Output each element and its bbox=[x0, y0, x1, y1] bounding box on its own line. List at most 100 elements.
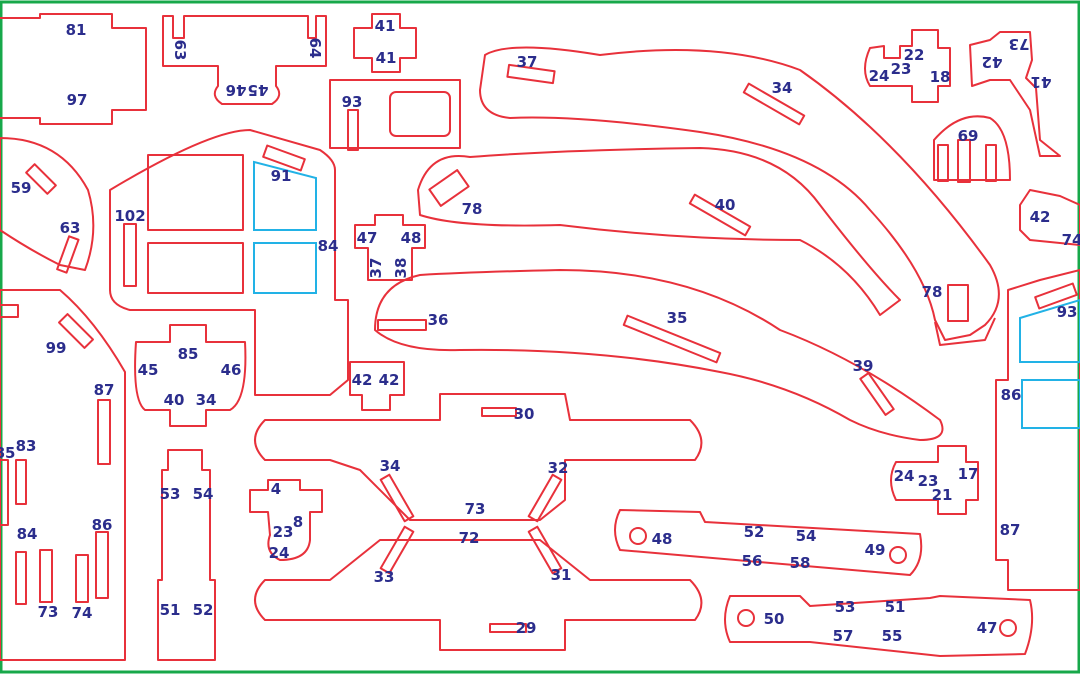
label: 93 bbox=[1057, 303, 1078, 321]
part-22-23-24-18 bbox=[864, 29, 951, 103]
label: 41 bbox=[376, 49, 397, 67]
label: 52 bbox=[193, 601, 214, 619]
label: 17 bbox=[958, 465, 979, 483]
part-36-35-39 bbox=[374, 269, 944, 441]
part-81-97 bbox=[0, 13, 147, 125]
windows bbox=[253, 160, 1080, 429]
label: 83 bbox=[16, 437, 37, 455]
part-41 bbox=[353, 13, 417, 73]
label: 87 bbox=[1000, 521, 1021, 539]
label: 72 bbox=[459, 529, 480, 547]
label: 50 bbox=[764, 610, 785, 628]
part-42-42 bbox=[349, 361, 405, 411]
label: 55 bbox=[882, 627, 903, 645]
label: 47 bbox=[977, 619, 998, 637]
label: 45 bbox=[138, 361, 159, 379]
label: 23 bbox=[918, 472, 939, 490]
label: 86 bbox=[92, 516, 113, 534]
label: 47 bbox=[357, 229, 378, 247]
label: 24 bbox=[869, 67, 890, 85]
label: 39 bbox=[853, 357, 874, 375]
label: 93 bbox=[342, 93, 363, 111]
label: 33 bbox=[374, 568, 395, 586]
label: 31 bbox=[551, 566, 572, 584]
label: 23 bbox=[891, 60, 912, 78]
label: 24 bbox=[894, 467, 915, 485]
label: 99 bbox=[46, 339, 67, 357]
label: 42 bbox=[379, 371, 400, 389]
part-99-87-93-84 bbox=[0, 289, 126, 661]
label: 40 bbox=[164, 391, 185, 409]
label: 35 bbox=[667, 309, 688, 327]
part-24-23-21-17 bbox=[890, 445, 979, 515]
part-53-54-51-52 bbox=[157, 449, 216, 661]
label: 42 bbox=[1030, 208, 1051, 226]
label: 29 bbox=[516, 619, 537, 637]
label: 21 bbox=[932, 486, 953, 504]
label: 84 bbox=[318, 237, 339, 255]
label: 49 bbox=[865, 541, 886, 559]
label: 73 bbox=[465, 500, 486, 518]
label: 73 bbox=[1009, 35, 1030, 53]
label: 54 bbox=[796, 527, 817, 545]
part-48-52-54-56-58-49 bbox=[614, 509, 923, 576]
label: 46 bbox=[221, 361, 242, 379]
label: 48 bbox=[652, 530, 673, 548]
label: 78 bbox=[922, 283, 943, 301]
label: 74 bbox=[72, 604, 93, 622]
label: 41 bbox=[1031, 73, 1052, 91]
part-63-64 bbox=[162, 15, 327, 105]
part-78-right-gear bbox=[934, 317, 996, 346]
label: 53 bbox=[835, 598, 856, 616]
cut-parts bbox=[0, 13, 1080, 661]
label: 87 bbox=[94, 381, 115, 399]
label: 64 bbox=[306, 38, 324, 59]
label: 59 bbox=[11, 179, 32, 197]
label: 73 bbox=[38, 603, 59, 621]
label: 30 bbox=[514, 405, 535, 423]
label: 53 bbox=[160, 485, 181, 503]
slots bbox=[0, 63, 1078, 637]
label: 40 bbox=[715, 196, 736, 214]
part-69 bbox=[933, 115, 1011, 181]
part-37-34 bbox=[479, 46, 1000, 341]
label: 63 bbox=[171, 40, 189, 61]
part-30-72-73-29 bbox=[254, 393, 703, 521]
label: 45 bbox=[248, 81, 269, 99]
label: 78 bbox=[462, 200, 483, 218]
part-93-86-87 bbox=[995, 269, 1080, 591]
label: 52 bbox=[744, 523, 765, 541]
label: 37 bbox=[367, 258, 385, 279]
label: 97 bbox=[67, 91, 88, 109]
label: 8 bbox=[293, 513, 303, 531]
label: 74 bbox=[1062, 231, 1080, 249]
label: 58 bbox=[790, 554, 811, 572]
label: 63 bbox=[60, 219, 81, 237]
label: 42 bbox=[982, 53, 1003, 71]
part-42-74 bbox=[1019, 189, 1080, 246]
part-47-48-37-38 bbox=[354, 214, 426, 281]
label: 51 bbox=[160, 601, 181, 619]
label: 23 bbox=[273, 523, 294, 541]
label: 85 bbox=[178, 345, 199, 363]
label: 41 bbox=[375, 17, 396, 35]
label: 48 bbox=[401, 229, 422, 247]
part-50-53-51-57-55-47 bbox=[724, 595, 1034, 657]
label: 56 bbox=[742, 552, 763, 570]
part-59-63 bbox=[0, 137, 95, 271]
part-73-42-41 bbox=[969, 31, 1061, 157]
label: 34 bbox=[772, 79, 793, 97]
label: 84 bbox=[17, 525, 38, 543]
label: 57 bbox=[833, 627, 854, 645]
label: 51 bbox=[885, 598, 906, 616]
label: 38 bbox=[392, 258, 410, 279]
label: 86 bbox=[1001, 386, 1022, 404]
part-78-40-42-74 bbox=[417, 147, 901, 316]
label: 81 bbox=[66, 21, 87, 39]
label: 36 bbox=[428, 311, 449, 329]
part-29-lower bbox=[254, 539, 703, 651]
label: 34 bbox=[196, 391, 217, 409]
label: 32 bbox=[548, 459, 569, 477]
part-4-8-23-24 bbox=[249, 479, 323, 561]
